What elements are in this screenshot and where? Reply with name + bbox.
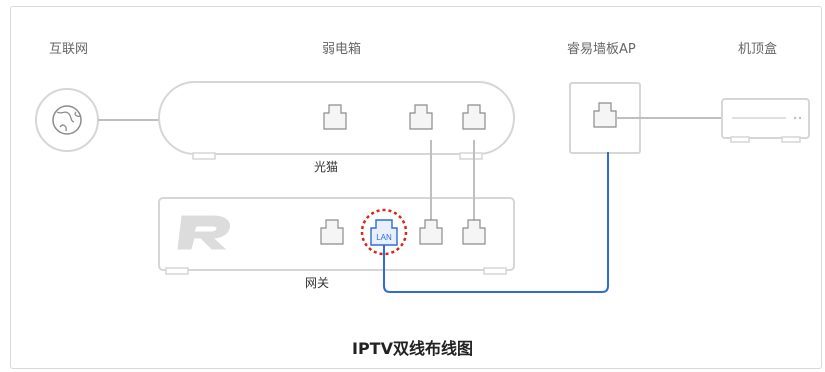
modem-label: 光猫 [314, 160, 339, 174]
lan-port-label: LAN [376, 233, 392, 242]
diagram-frame [10, 6, 822, 369]
settop-label: 机顶盒 [738, 42, 778, 57]
settop-device [721, 98, 810, 143]
r-logo-icon [177, 215, 230, 250]
diagram-caption: IPTV双线布线图 [352, 339, 473, 358]
lan-port-highlight: LAN [360, 208, 408, 256]
gateway-label: 网关 [305, 276, 330, 290]
wall-ap-label: 睿易墙板AP [567, 42, 636, 57]
cable-lan-ap [383, 152, 609, 293]
internet-globe-icon [35, 88, 99, 152]
internet-label: 互联网 [49, 42, 89, 57]
weak-box-label: 弱电箱 [322, 42, 362, 57]
